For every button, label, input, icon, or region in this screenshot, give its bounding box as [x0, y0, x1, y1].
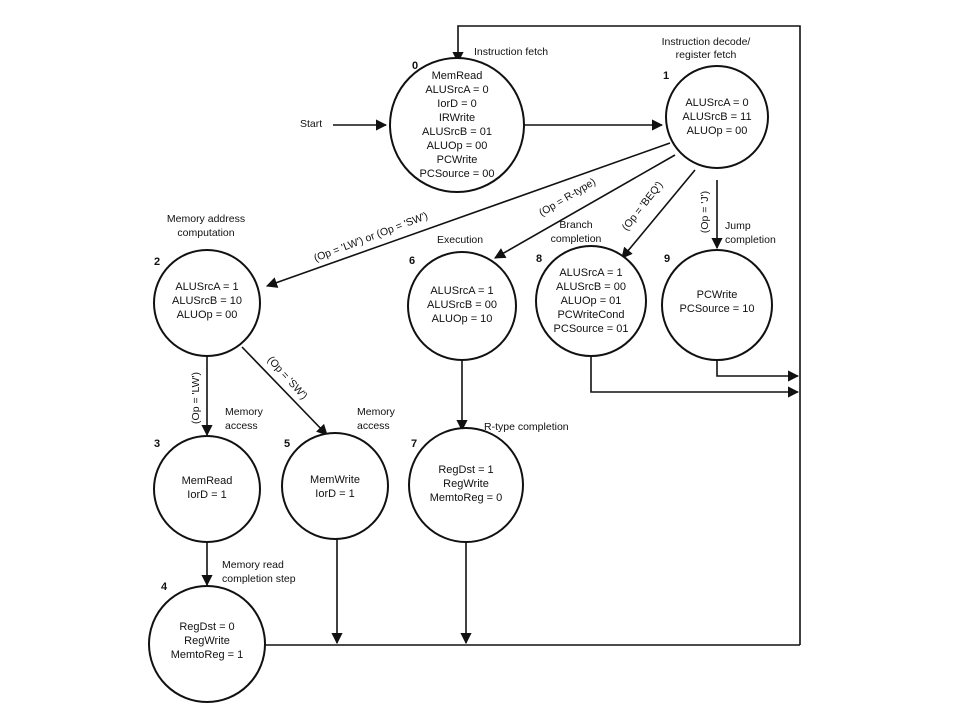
- condition-beq: (Op = 'BEQ'): [620, 179, 666, 233]
- memory-read-completion-label: Memory read: [222, 559, 284, 571]
- state-line: PCWrite: [437, 154, 478, 166]
- state-line: ALUSrcB = 00: [427, 299, 497, 311]
- state-8-circle: [535, 245, 647, 357]
- edges: [201, 25, 801, 646]
- state-7-circle: [408, 427, 524, 543]
- edge-1-to-2: [265, 142, 671, 288]
- state-5-circle: [281, 432, 389, 540]
- memory-access-label: access: [225, 420, 258, 432]
- state-line: MemtoReg = 1: [171, 649, 243, 661]
- state-line: ALUOp = 00: [177, 309, 238, 321]
- state-title: Execution: [437, 234, 483, 246]
- memory-read-completion-label: completion step: [222, 573, 296, 585]
- condition-rtype: (Op = R-type): [537, 176, 598, 219]
- state-line: PCSource = 01: [554, 323, 629, 335]
- state-1-circle: [665, 65, 769, 169]
- state-number: 0: [412, 60, 418, 72]
- state-0: 0 Instruction fetch MemRead ALUSrcA = 0 …: [412, 46, 548, 180]
- edge-1-to-8: [621, 169, 696, 259]
- state-line: RegWrite: [443, 478, 489, 490]
- edge-2-to-5: [241, 346, 328, 436]
- state-2-circle: [153, 249, 261, 357]
- state-line: RegWrite: [184, 635, 230, 647]
- state-number: 6: [409, 255, 415, 267]
- state-line: ALUSrcA = 0: [425, 84, 488, 96]
- state-line: ALUSrcA = 0: [685, 97, 748, 109]
- edge-8-to-bus: [590, 355, 800, 398]
- state-number: 1: [663, 70, 669, 82]
- state-line: RegDst = 0: [179, 621, 234, 633]
- state-line: RegDst = 1: [438, 464, 493, 476]
- state-title: Jump: [725, 220, 751, 232]
- state-line: ALUOp = 10: [432, 313, 493, 325]
- state-number: 5: [284, 438, 290, 450]
- state-line: ALUSrcA = 1: [559, 267, 622, 279]
- state-number: 2: [154, 256, 160, 268]
- state-number: 8: [536, 253, 542, 265]
- state-line: PCSource = 00: [420, 168, 495, 180]
- state-title: completion: [551, 233, 602, 245]
- state-line: ALUOp = 00: [427, 140, 488, 152]
- state-line: PCSource = 10: [680, 303, 755, 315]
- state-8: 8 Branch completion ALUSrcA = 1 ALUSrcB …: [536, 219, 628, 335]
- state-1: 1 Instruction decode/ register fetch ALU…: [662, 36, 752, 137]
- edge-1-to-6: [494, 154, 676, 259]
- state-line: IorD = 1: [187, 489, 226, 501]
- state-title: register fetch: [676, 49, 737, 61]
- state-line: ALUOp = 00: [687, 125, 748, 137]
- state-line: ALUSrcB = 11: [682, 111, 751, 123]
- state-line: IRWrite: [439, 112, 475, 124]
- state-title: completion: [725, 234, 776, 246]
- state-6: 6 Execution ALUSrcA = 1 ALUSrcB = 00 ALU…: [409, 234, 497, 325]
- state-line: MemRead: [182, 475, 233, 487]
- state-9: 9 Jump completion PCWrite PCSource = 10: [664, 220, 776, 315]
- state-line: IorD = 1: [315, 488, 354, 500]
- state-2: 2 Memory address computation ALUSrcA = 1…: [154, 213, 245, 321]
- state-title: Branch: [559, 219, 592, 231]
- state-number: 4: [161, 581, 168, 593]
- state-line: ALUOp = 01: [561, 295, 622, 307]
- state-line: ALUSrcB = 01: [422, 126, 492, 138]
- state-9-circle: [661, 249, 773, 361]
- memory-access-label: Memory: [225, 406, 264, 418]
- state-line: ALUSrcA = 1: [175, 281, 238, 293]
- state-4: 4 RegDst = 0 RegWrite MemtoReg = 1: [161, 581, 243, 661]
- memory-access-label: access: [357, 420, 390, 432]
- state-line: MemtoReg = 0: [430, 492, 502, 504]
- state-3: 3 MemRead IorD = 1: [154, 438, 232, 501]
- state-4-circle: [148, 585, 266, 703]
- state-3-circle: [153, 435, 261, 543]
- state-title: Memory address: [167, 213, 245, 225]
- state-number: 3: [154, 438, 160, 450]
- edge-9-to-bus: [716, 358, 800, 382]
- state-line: ALUSrcB = 10: [172, 295, 242, 307]
- state-line: ALUSrcB = 00: [556, 281, 626, 293]
- state-title: computation: [177, 227, 234, 239]
- state-number: 7: [411, 438, 417, 450]
- state-line: MemRead: [432, 70, 483, 82]
- state-5: 5 MemWrite IorD = 1: [284, 438, 360, 500]
- state-line: MemWrite: [310, 474, 360, 486]
- memory-access-label: Memory: [357, 406, 396, 418]
- state-line: PCWriteCond: [557, 309, 624, 321]
- state-circles: [148, 57, 773, 703]
- state-title: Instruction decode/: [662, 36, 751, 48]
- condition-lw: (Op = 'LW'): [190, 372, 202, 424]
- state-title: R-type completion: [484, 421, 569, 433]
- state-6-circle: [407, 251, 517, 361]
- state-line: PCWrite: [697, 289, 738, 301]
- state-title: Instruction fetch: [474, 46, 548, 58]
- state-number: 9: [664, 253, 670, 265]
- state-line: ALUSrcA = 1: [430, 285, 493, 297]
- state-0-circle: [389, 57, 525, 193]
- condition-jump: (Op = 'J'): [699, 191, 711, 233]
- state-7: 7 R-type completion RegDst = 1 RegWrite …: [411, 421, 569, 504]
- return-to-fetch-bus: [452, 25, 801, 645]
- state-line: IorD = 0: [437, 98, 476, 110]
- start-label: Start: [300, 118, 322, 130]
